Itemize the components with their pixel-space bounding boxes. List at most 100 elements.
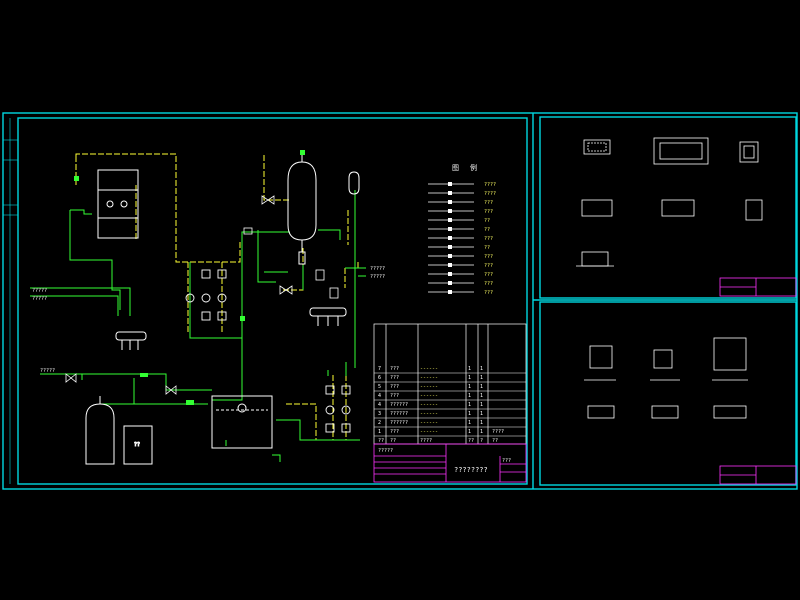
legend-label: ??? [484, 272, 493, 278]
softener-box-label: ?? [134, 442, 140, 448]
legend-label: ??? [484, 290, 493, 296]
flow-markers [74, 150, 305, 405]
bom-cell: 6 [378, 375, 381, 381]
main-sheet-border [17, 117, 528, 485]
binding-margin [3, 118, 18, 484]
bom-cell: ------ [420, 429, 438, 435]
legend-symbol-marker [448, 236, 452, 240]
bom-cell: ------ [420, 384, 438, 390]
valve-icon [315, 269, 325, 281]
bom-cell: 1 [480, 402, 483, 408]
bom-cell: ?????? [390, 420, 408, 426]
legend-label: ??? [484, 281, 493, 287]
bom-cell: 3 [378, 411, 381, 417]
legend-label: ???? [484, 182, 496, 188]
bom-header-cell: ?? [378, 438, 384, 444]
legend-label: ?? [484, 245, 490, 251]
bom-cell: ------ [420, 420, 438, 426]
legend-symbol-marker [448, 182, 452, 186]
legend-label: ??? [484, 254, 493, 260]
bom-cell: ??? [390, 375, 399, 381]
bom-cell: 1 [480, 384, 483, 390]
legend-symbol-marker [448, 209, 452, 213]
legend-symbol-marker [448, 227, 452, 231]
sheet-frame [2, 112, 798, 490]
bom-header-cell: ?? [492, 438, 498, 444]
outer-border [2, 112, 798, 490]
valve-icon [165, 385, 177, 395]
bom-cell: 1 [468, 393, 471, 399]
bom-cell: ------ [420, 402, 438, 408]
left-header-distributor [115, 331, 147, 350]
legend-symbol-marker [448, 200, 452, 204]
detail-drawings-bottom [584, 337, 748, 419]
bom-cell: ???? [492, 429, 504, 435]
inlet-label-3: ????? [40, 368, 55, 374]
main-title: ???????? [454, 466, 488, 474]
bom-cell: ??? [390, 384, 399, 390]
bom-cell: 1 [468, 384, 471, 390]
valves [65, 195, 339, 395]
water-tank [211, 395, 273, 449]
bom-cell: 4 [378, 402, 381, 408]
detail-title-block-bottom [719, 465, 797, 485]
right-header-distributor [309, 307, 347, 326]
pump-group-left [185, 269, 227, 321]
bom-header-cell: ?? [468, 438, 474, 444]
bom-cell: 1 [378, 429, 381, 435]
bom-cell: 1 [480, 366, 483, 372]
pump-icon [185, 293, 195, 303]
legend-label: ???? [484, 191, 496, 197]
bom-cell: ??? [390, 429, 399, 435]
expansion-tank [348, 171, 360, 195]
bom-cell: 1 [468, 420, 471, 426]
valve-icon [261, 195, 275, 205]
detail-title-block-top [719, 277, 797, 297]
process-flow-diagram: ?? [30, 150, 385, 465]
bom-cell: ------ [420, 366, 438, 372]
outlet-label-1: ????? [370, 266, 385, 272]
legend-title-2: 例 [470, 163, 477, 172]
bom-cell: 1 [480, 420, 483, 426]
valve-icon [279, 285, 293, 295]
bom-cell: 1 [468, 402, 471, 408]
valve-icon [65, 373, 77, 383]
bom-cell: 2 [378, 420, 381, 426]
bom-cell: 1 [480, 411, 483, 417]
legend: 图 例 ????????????????????????????????????… [428, 163, 496, 296]
valve-icon [243, 227, 253, 235]
legend-symbol-marker [448, 263, 452, 267]
pump-icon [201, 293, 211, 303]
pump-icon [341, 405, 351, 415]
bom-header-cell: ???? [420, 438, 432, 444]
bom-cell: 1 [468, 411, 471, 417]
green-pipelines [30, 190, 366, 462]
filter-unit [97, 169, 139, 239]
bom-cell: 1 [480, 393, 483, 399]
legend-label: ??? [484, 200, 493, 206]
inlet-label-2: ????? [32, 296, 47, 302]
pump-icon [325, 405, 335, 415]
bom-cell: 4 [378, 393, 381, 399]
bom-cell: ??? [390, 366, 399, 372]
detail-sheet-top-border [539, 116, 797, 299]
yellow-pipelines [75, 153, 359, 441]
bom-header-cell: ?? [390, 438, 396, 444]
bom-cell: 1 [480, 375, 483, 381]
pump-group-right [325, 385, 351, 433]
sheet-caption: ????? [378, 448, 393, 454]
bom-header-cell: ? [480, 438, 483, 444]
bom-cell: ?????? [390, 411, 408, 417]
pump-icon [217, 293, 227, 303]
inlet-label-1: ????? [32, 288, 47, 294]
title-sub: ??? [502, 458, 511, 464]
legend-symbol-marker [448, 218, 452, 222]
legend-symbol-marker [448, 254, 452, 258]
bom-cell: 1 [468, 375, 471, 381]
bom-cell: 1 [468, 429, 471, 435]
legend-title-1: 图 [452, 164, 459, 172]
bom-cell: 1 [468, 366, 471, 372]
detail-drawings-top [576, 137, 763, 267]
